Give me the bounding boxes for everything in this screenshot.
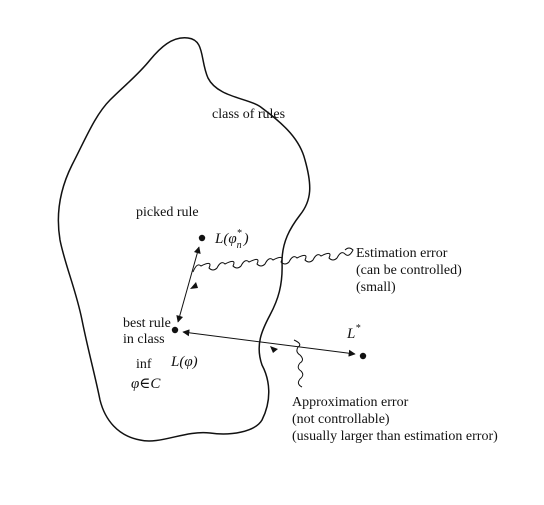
approximation-wavy-pointer	[293, 339, 304, 388]
estimation-wavy-pointer	[192, 247, 354, 273]
approximation-wavy-arrowhead	[270, 346, 278, 353]
approximation-error-label-line2: (not controllable)	[292, 412, 390, 427]
best-rule-label-line2: in class	[123, 332, 165, 347]
bayes-risk-point	[359, 352, 367, 360]
l-phi-n-label: L(φn*)	[214, 228, 249, 251]
estimation-arrow	[176, 246, 201, 323]
approximation-error-label-line3: (usually larger than estimation error)	[292, 429, 498, 444]
l-star-label: L*	[346, 323, 360, 342]
l-phi-label: L(φ)	[170, 354, 198, 370]
picked-rule-label: picked rule	[136, 205, 199, 220]
best-rule-label-line1: best rule	[123, 316, 171, 331]
estimation-error-label-line1: Estimation error	[356, 246, 448, 261]
class-of-rules-label: class of rules	[212, 107, 285, 122]
best-rule-point	[171, 326, 179, 334]
inf-subscript-label: φ∈C	[131, 376, 161, 392]
inf-label: inf	[136, 357, 152, 372]
estimation-error-label-line2: (can be controlled)	[356, 263, 462, 278]
approximation-arrow	[182, 329, 356, 357]
picked-rule-point	[198, 234, 206, 242]
class-of-rules-region	[57, 37, 311, 442]
estimation-wavy-arrowhead	[190, 282, 198, 289]
approximation-error-label-line1: Approximation error	[292, 395, 409, 410]
estimation-error-label-line3: (small)	[356, 280, 396, 295]
